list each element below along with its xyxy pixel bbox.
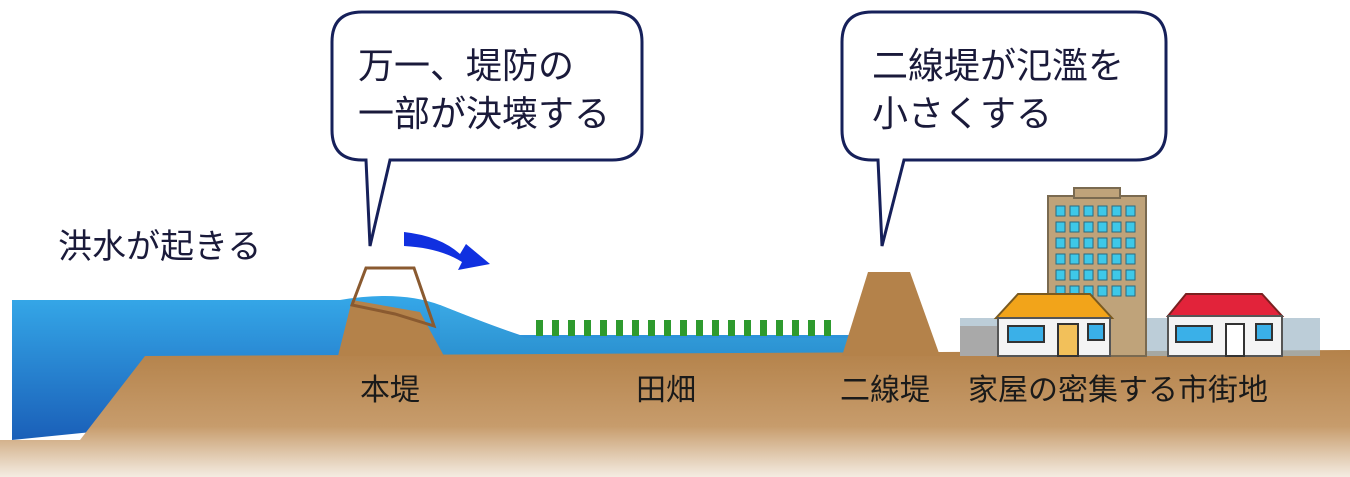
breach-text-line2: 一部が決壊する (358, 94, 610, 135)
tower-window (1069, 237, 1080, 249)
tower-window (1125, 253, 1136, 265)
tower-window (1097, 253, 1108, 265)
tower-window (1125, 237, 1136, 249)
crop-stalk (616, 320, 623, 336)
tower-window (1111, 253, 1122, 265)
tower-window (1055, 205, 1066, 217)
crop-stalk (552, 320, 559, 336)
flood-label: 洪水が起きる (58, 227, 261, 267)
tower-window (1125, 221, 1136, 233)
breach-arrow (404, 232, 490, 270)
tower-window (1125, 285, 1136, 297)
crop-stalk (744, 320, 751, 336)
crop-stalk (600, 320, 607, 336)
tower-window (1125, 205, 1136, 217)
town-label: 家屋の密集する市街地 (968, 373, 1268, 408)
crop-stalk (824, 320, 831, 336)
tower-window (1111, 221, 1122, 233)
crop-stalk (568, 320, 575, 336)
fields-label: 田畑 (636, 373, 696, 408)
speech-bubble-breach (330, 10, 644, 247)
secondary-levee-label: 二線堤 (840, 373, 930, 408)
tower-window (1111, 269, 1122, 281)
tower-window (1111, 285, 1122, 297)
levee-original-outline (349, 266, 437, 329)
crop-stalk (760, 320, 767, 336)
tower-window (1111, 237, 1122, 249)
tower-window (1069, 205, 1080, 217)
tower-window (1055, 253, 1066, 265)
tower-window (1125, 269, 1136, 281)
crop-stalk (792, 320, 799, 336)
house-yellow (993, 293, 1115, 357)
breach-text-line1: 万一、堤防の (358, 46, 574, 87)
crop-rows (536, 320, 831, 336)
crop-stalk (776, 320, 783, 336)
main-levee (338, 300, 444, 356)
crop-stalk (696, 320, 703, 336)
tower-window (1069, 253, 1080, 265)
house-red (1165, 293, 1285, 357)
crop-stalk (648, 320, 655, 336)
tower-window (1097, 221, 1108, 233)
secondary-text-line1: 二線堤が氾濫を (872, 46, 1124, 87)
tower-window (1097, 285, 1108, 297)
tower-window (1111, 205, 1122, 217)
tower-window (1055, 221, 1066, 233)
tower-window (1069, 269, 1080, 281)
town-buildings (960, 187, 1320, 357)
crop-stalk (632, 320, 639, 336)
crop-stalk (728, 320, 735, 336)
crop-stalk (536, 320, 543, 336)
secondary-text-line2: 小さくする (872, 94, 1052, 135)
tower-window (1083, 205, 1094, 217)
crop-stalk (664, 320, 671, 336)
tower-window (1069, 221, 1080, 233)
secondary-levee (842, 272, 940, 356)
tower-window (1097, 205, 1108, 217)
tower-window (1083, 237, 1094, 249)
crop-stalk (712, 320, 719, 336)
crop-stalk (584, 320, 591, 336)
crop-stalk (808, 320, 815, 336)
crop-stalk (680, 320, 687, 336)
tower-window (1055, 269, 1066, 281)
tower-window (1083, 269, 1094, 281)
main-levee-label: 本堤 (360, 373, 420, 408)
ground (0, 350, 1350, 477)
tower-window (1083, 253, 1094, 265)
tower-window (1083, 221, 1094, 233)
tower-window (1055, 237, 1066, 249)
overflow-water (440, 305, 850, 358)
speech-bubble-secondary (840, 10, 1168, 247)
tower-window (1097, 269, 1108, 281)
tower-window (1097, 237, 1108, 249)
